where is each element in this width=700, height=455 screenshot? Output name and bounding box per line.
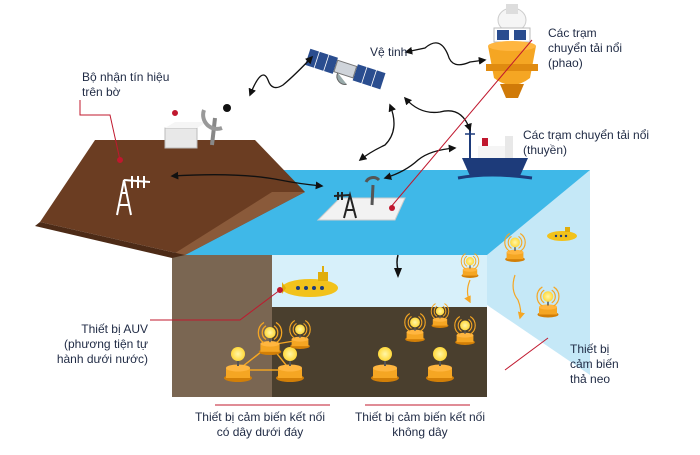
arrow-satellite-platform bbox=[358, 103, 396, 161]
shore-dish-icon bbox=[201, 104, 231, 146]
anchored-drop-arrows bbox=[464, 274, 525, 320]
arrow-satellite-ship bbox=[403, 96, 472, 132]
label-ship-stations: Các trạm chuyển tải nổi (thuyền) bbox=[523, 128, 649, 158]
label-shore-receiver: Bộ nhận tín hiệu trên bờ bbox=[82, 70, 169, 100]
auv-small-icon bbox=[547, 227, 577, 241]
buoy-icon bbox=[486, 4, 538, 98]
label-wired-line-2: có dây dưới đáy bbox=[216, 425, 304, 439]
label-ship-line-1: Các trạm chuyển tải nổi bbox=[523, 128, 650, 142]
wireless-sensor-icon bbox=[404, 312, 426, 343]
wired-sensor-icon bbox=[289, 319, 311, 350]
arrow-satellite-shore bbox=[248, 55, 314, 97]
label-satellite: Vệ tinh bbox=[370, 45, 407, 60]
label-wireless-sensors: Thiết bị cảm biến kết nối không dây bbox=[340, 410, 500, 440]
shore-tower-icon bbox=[116, 176, 151, 216]
anchored-sensor-icon bbox=[460, 253, 480, 278]
label-anchored-line-2: cảm biến bbox=[570, 357, 619, 371]
sensors bbox=[224, 232, 560, 382]
label-buoy-line-2: chuyển tải nổi bbox=[548, 41, 623, 55]
ship-icon bbox=[457, 128, 533, 180]
wireless-sensor-icon bbox=[426, 347, 454, 382]
callout-shore bbox=[79, 100, 121, 161]
land-side-face bbox=[172, 255, 272, 397]
callout-auv bbox=[150, 289, 281, 321]
label-auv: Thiết bị AUV (phương tiện tự hành dưới n… bbox=[40, 322, 148, 367]
label-anchored-sensors: Thiết bị cảm biến thả neo bbox=[570, 342, 619, 387]
arrow-shore-platform bbox=[170, 171, 324, 190]
land-edge bbox=[35, 222, 185, 258]
label-wireless-line-1: Thiết bị cảm biến kết nối bbox=[354, 410, 486, 424]
label-anchored-line-1: Thiết bị bbox=[570, 342, 610, 356]
wireless-sensor-icon bbox=[430, 303, 450, 328]
label-auv-line-2: (phương tiện tự bbox=[64, 337, 148, 351]
callout-buoy bbox=[389, 39, 533, 209]
anchored-sensor-icon bbox=[504, 232, 526, 263]
label-ship-line-2: (thuyền) bbox=[523, 143, 568, 157]
shore-building bbox=[164, 127, 198, 149]
shore bbox=[35, 104, 305, 258]
label-buoy-line-3: (phao) bbox=[548, 56, 583, 70]
arrow-ship-platform bbox=[383, 144, 457, 180]
wireless-sensor-icon bbox=[454, 315, 476, 346]
label-wired-line-1: Thiết bị cảm biến kết nối bbox=[194, 410, 326, 424]
signal-arrows bbox=[170, 42, 487, 190]
wireless-sensor-icon bbox=[371, 347, 399, 382]
label-auv-line-1: Thiết bị AUV bbox=[81, 322, 148, 336]
platform-tower-icon bbox=[333, 191, 357, 219]
anchor-line bbox=[394, 254, 402, 278]
land-cliff bbox=[172, 192, 305, 255]
label-auv-line-3: hành dưới nước) bbox=[56, 352, 148, 366]
label-buoy-stations: Các trạm chuyển tải nổi (phao) bbox=[548, 26, 622, 71]
bracket-anchored bbox=[504, 337, 549, 371]
label-shore-line-1: Bộ nhận tín hiệu bbox=[82, 70, 170, 84]
callout-lines bbox=[79, 39, 549, 406]
wired-sensor-icon bbox=[224, 347, 252, 382]
wired-sensor-icon bbox=[276, 347, 304, 382]
auv-icon bbox=[282, 266, 338, 297]
label-satellite-line: Vệ tinh bbox=[370, 45, 408, 59]
label-anchored-line-3: thả neo bbox=[570, 372, 611, 386]
label-buoy-line-1: Các trạm bbox=[548, 26, 597, 40]
label-shore-line-2: trên bờ bbox=[82, 85, 121, 99]
label-wireless-line-2: không dây bbox=[392, 425, 448, 439]
arrow-satellite-buoy bbox=[404, 42, 487, 66]
anchored-sensor-icon bbox=[536, 286, 560, 318]
label-wired-sensors: Thiết bị cảm biến kết nối có dây dưới đá… bbox=[180, 410, 340, 440]
platform-dish-icon bbox=[364, 176, 381, 206]
wired-sensor-icon bbox=[257, 321, 283, 355]
floating-platform bbox=[316, 176, 406, 221]
